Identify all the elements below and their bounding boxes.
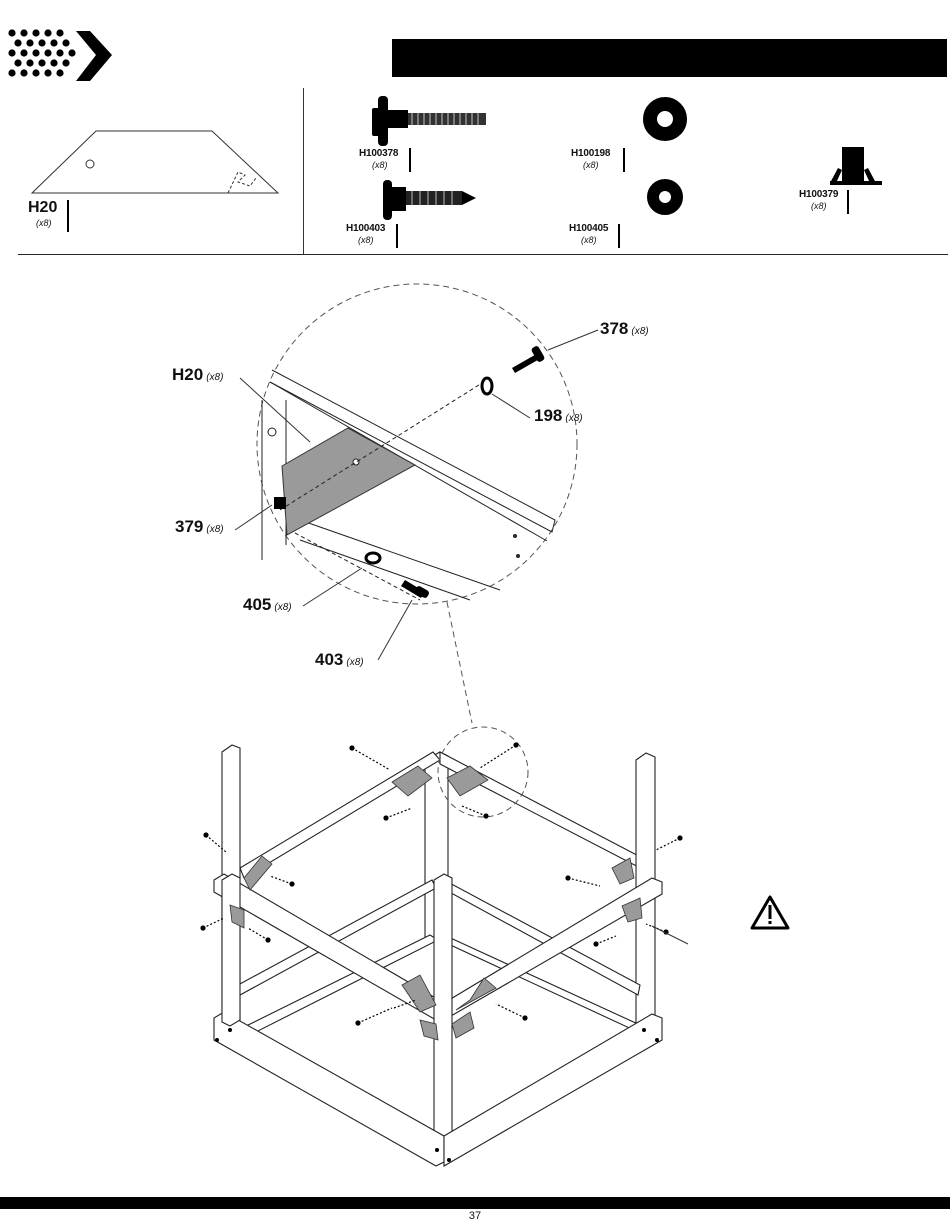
part-qty-h100198: (x8) [583, 160, 599, 170]
h20-board-drawing [32, 131, 278, 193]
part-code-h100198: H100198 [571, 148, 610, 159]
part-code-h100378: H100378 [359, 148, 398, 159]
warning-icon [752, 897, 788, 928]
footer-bar [0, 1197, 950, 1209]
detail-view [257, 284, 577, 604]
callout-405-number: 405 [243, 595, 271, 614]
callout-h20-number: H20 [172, 365, 203, 384]
callout-379-qty: (x8) [206, 524, 223, 535]
part-code-h20: H20 [28, 199, 57, 217]
callout-198: 198(x8) [534, 406, 583, 426]
part-qty-h20: (x8) [36, 218, 52, 228]
callout-379: 379(x8) [175, 517, 224, 537]
part-code-h100403: H100403 [346, 223, 385, 234]
callout-378: 378(x8) [600, 319, 649, 339]
bolt-403-drawing [383, 180, 476, 220]
callout-378-number: 378 [600, 319, 628, 338]
part-qty-h100379: (x8) [811, 201, 827, 211]
callout-405: 405(x8) [243, 595, 292, 615]
part-code-h100379: H100379 [799, 189, 838, 200]
part-code-h100405: H100405 [569, 223, 608, 234]
detail-indicator [438, 727, 528, 817]
bolt-378-drawing [372, 96, 486, 146]
callout-198-qty: (x8) [565, 413, 582, 424]
callout-379-number: 379 [175, 517, 203, 536]
callout-403: 403(x8) [315, 650, 364, 670]
callout-h20: H20(x8) [172, 365, 223, 385]
callout-403-number: 403 [315, 650, 343, 669]
callout-h20-qty: (x8) [206, 372, 223, 383]
callout-403-qty: (x8) [346, 657, 363, 668]
callout-405-qty: (x8) [274, 602, 291, 613]
callout-198-number: 198 [534, 406, 562, 425]
callout-378-qty: (x8) [631, 326, 648, 337]
part-qty-h100403: (x8) [358, 235, 374, 245]
part-qty-h100378: (x8) [372, 160, 388, 170]
page-number: 37 [0, 1210, 950, 1222]
tnut-379-drawing [830, 147, 882, 185]
frame-assembly [214, 745, 662, 1166]
part-qty-h100405: (x8) [581, 235, 597, 245]
